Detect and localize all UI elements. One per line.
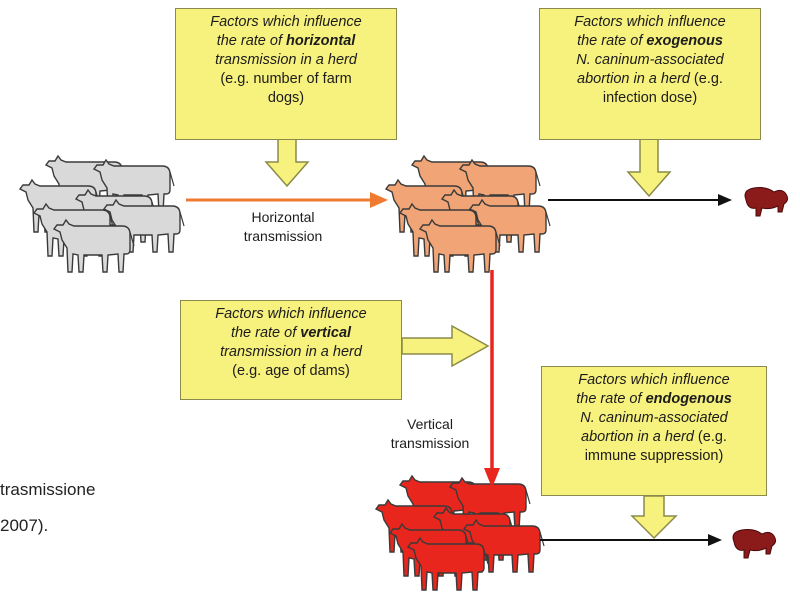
box-line: N. caninum-associated bbox=[546, 409, 762, 428]
box-line: transmission in a herd bbox=[185, 343, 397, 362]
horizontal-factor-arrow bbox=[266, 138, 308, 186]
box-keyword: horizontal bbox=[286, 33, 355, 49]
box-line: (e.g. bbox=[694, 429, 727, 445]
box-line: immune suppression) bbox=[546, 447, 762, 466]
box-line: infection dose) bbox=[544, 89, 756, 108]
box-line: abortion in a herd bbox=[577, 71, 690, 87]
fetus-icon-endogenous bbox=[733, 530, 776, 559]
label-line: Horizontal bbox=[218, 208, 348, 227]
box-line: dogs) bbox=[180, 89, 392, 108]
box-keyword: endogenous bbox=[646, 391, 732, 407]
box-keyword: exogenous bbox=[646, 33, 723, 49]
healthy-herd bbox=[20, 156, 184, 272]
box-line: (e.g. number of farm bbox=[180, 70, 392, 89]
horizontal-factors-box: Factors which influence the rate of hori… bbox=[175, 8, 397, 140]
caption-line-2: 2007). bbox=[0, 514, 48, 537]
box-line: (e.g. bbox=[690, 71, 723, 87]
box-line: the rate of bbox=[577, 33, 646, 49]
endogenous-factors-box: Factors which influence the rate of endo… bbox=[541, 366, 767, 496]
box-line: the rate of bbox=[576, 391, 645, 407]
endogenous-abortion-arrow bbox=[540, 534, 722, 546]
box-line: Factors which influence bbox=[185, 305, 397, 324]
box-line: the rate of bbox=[231, 325, 300, 341]
box-keyword: vertical bbox=[300, 325, 351, 341]
vertical-factors-box: Factors which influence the rate of vert… bbox=[180, 300, 402, 400]
label-line: transmission bbox=[218, 227, 348, 246]
infected-herd bbox=[386, 156, 550, 272]
exogenous-factors-box: Factors which influence the rate of exog… bbox=[539, 8, 761, 140]
box-line: (e.g. age of dams) bbox=[185, 362, 397, 381]
endogenous-factor-arrow bbox=[632, 496, 676, 538]
horizontal-transmission-label: Horizontal transmission bbox=[218, 208, 348, 246]
exogenous-factor-arrow bbox=[628, 138, 670, 196]
box-line: Factors which influence bbox=[544, 13, 756, 32]
label-line: Vertical bbox=[372, 415, 488, 434]
box-line: Factors which influence bbox=[546, 371, 762, 390]
horizontal-transmission-arrow bbox=[186, 192, 388, 208]
box-line: the rate of bbox=[217, 33, 286, 49]
vertical-factor-arrow bbox=[402, 326, 488, 366]
vertical-transmission-label: Vertical transmission bbox=[372, 415, 488, 453]
box-line: transmission in a herd bbox=[180, 51, 392, 70]
vertical-herd bbox=[376, 476, 544, 590]
fetus-icon-exogenous bbox=[745, 188, 788, 217]
vertical-transmission-arrow bbox=[484, 270, 500, 488]
box-line: Factors which influence bbox=[180, 13, 392, 32]
box-line: N. caninum-associated bbox=[544, 51, 756, 70]
box-line: abortion in a herd bbox=[581, 429, 694, 445]
caption-line-1: trasmissione bbox=[0, 478, 95, 501]
label-line: transmission bbox=[372, 434, 488, 453]
exogenous-abortion-arrow bbox=[548, 194, 732, 206]
